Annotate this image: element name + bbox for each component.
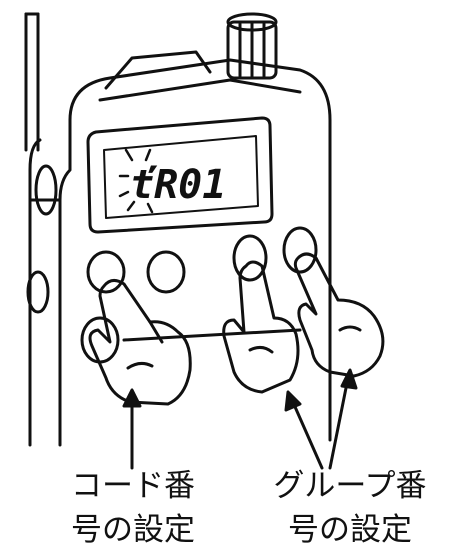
middle-hand: [222, 260, 300, 394]
side-buttons[interactable]: [26, 164, 58, 314]
right-hand: [293, 252, 385, 378]
code-setting-line-2: 号の設定: [71, 512, 195, 548]
group-setting-arrows: [284, 368, 358, 470]
button-lower-left[interactable]: [80, 316, 120, 364]
button-upper-middle[interactable]: [146, 250, 186, 294]
antenna: [24, 12, 40, 152]
body-lower-edge: [122, 328, 302, 342]
button-upper-right-b[interactable]: [282, 226, 318, 274]
top-shoulder: [104, 50, 212, 90]
lcd-display: [86, 116, 274, 234]
code-setting-arrow: [122, 388, 142, 470]
group-setting-caption: グループ番 号の設定: [248, 464, 452, 552]
group-setting-line-2: 号の設定: [288, 512, 412, 548]
blink-rays: [118, 148, 154, 214]
button-upper-left[interactable]: [86, 250, 126, 294]
left-hand: [88, 279, 192, 406]
lcd-readout: ťR01: [130, 162, 226, 208]
code-setting-caption: コード番 号の設定: [38, 464, 228, 552]
button-upper-right-a[interactable]: [232, 234, 268, 282]
code-setting-line-1: コード番: [71, 468, 195, 504]
top-knob[interactable]: [226, 12, 278, 80]
group-setting-line-1: グループ番: [273, 468, 427, 504]
